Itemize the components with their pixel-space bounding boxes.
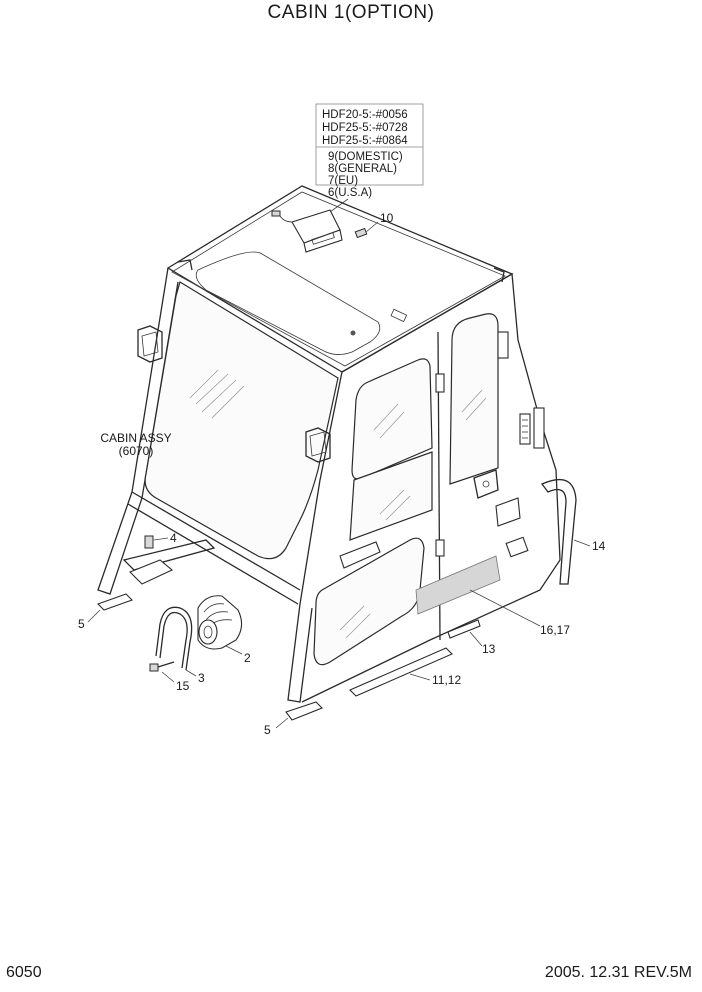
handrail-14 (540, 479, 591, 585)
serial-model-3: HDF25-5:-#0864 (322, 135, 408, 147)
windshield-glare (189, 369, 245, 419)
cabin-assy-code: (6070) (119, 444, 154, 458)
serial-model-1: HDF20-5:-#0056 (322, 109, 408, 121)
callout-11-12: 11,12 (432, 673, 461, 687)
callout-13: 13 (482, 642, 496, 656)
callout-14: 14 (592, 539, 606, 553)
cabin-assy-label: CABIN ASSY (100, 431, 171, 445)
insulation-mat (415, 555, 541, 627)
step-plate-11-12 (349, 647, 453, 697)
revision-stamp: 2005. 12.31 REV.5M (544, 964, 692, 981)
cabin-front-frame (97, 267, 343, 703)
boot-2 (197, 595, 243, 655)
page-title: CABIN 1(OPTION) (267, 2, 435, 23)
callout-5-rear: 5 (264, 723, 271, 737)
callout-3: 3 (198, 671, 205, 685)
callout-2: 2 (244, 651, 251, 665)
variant-domestic: 9(DOMESTIC) (328, 151, 403, 163)
variant-eu: 7(EU) (328, 175, 358, 187)
cabin-side (301, 272, 561, 703)
pad-5-front (87, 593, 134, 623)
callout-5-front: 5 (78, 617, 85, 631)
radio-unit (271, 209, 343, 253)
bolt-15 (149, 661, 175, 683)
screw-10 (354, 221, 379, 239)
variant-usa: 6(U.S.A) (328, 187, 372, 199)
pad-5-rear (275, 701, 323, 729)
callout-4: 4 (170, 531, 177, 545)
u-bolt-3 (155, 606, 197, 677)
serial-box: HDF20-5:-#0056 HDF25-5:-#0728 HDF25-5:-#… (315, 103, 424, 213)
page-number: 6050 (6, 964, 42, 981)
callout-10: 10 (380, 211, 394, 225)
bolt-4 (129, 535, 174, 585)
serial-model-2: HDF25-5:-#0728 (322, 122, 408, 134)
callout-15: 15 (176, 679, 190, 693)
side-window-glare (339, 389, 487, 639)
callout-16-17: 16,17 (540, 623, 570, 637)
variant-general: 8(GENERAL) (328, 163, 397, 175)
step-plate-13 (447, 619, 483, 647)
